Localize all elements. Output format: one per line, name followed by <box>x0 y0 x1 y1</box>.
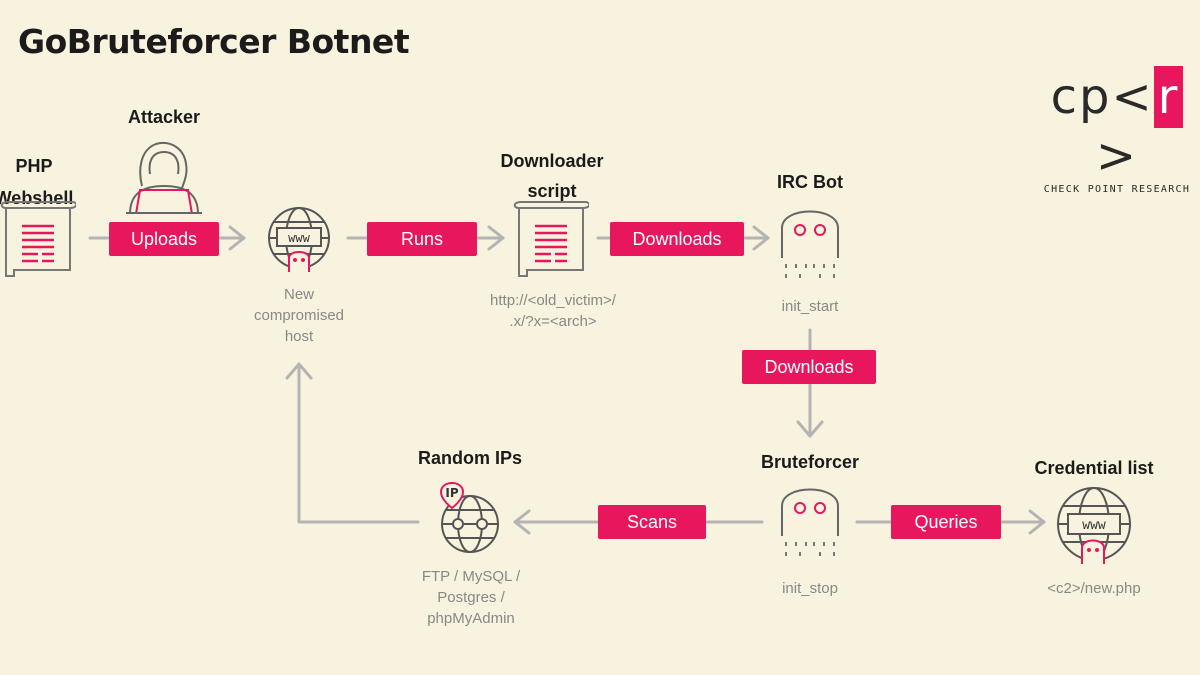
downloader-caption-line2: .x/?x=<arch> <box>509 313 597 330</box>
new-host-caption-line2: compromised <box>253 307 345 324</box>
downloader-label-line1: Downloader <box>500 151 604 171</box>
downloads-vertical-arrowhead <box>796 420 824 438</box>
logo-suffix: > <box>1095 128 1139 184</box>
document-icon <box>0 201 76 277</box>
irc-bot-caption: init_start <box>781 298 839 315</box>
ghost-icon <box>781 210 839 278</box>
logo-tagline: CHECK POINT RESEARCH <box>1043 184 1191 195</box>
downloader-caption: http://<old_victim>/ .x/?x=<arch> <box>460 290 646 332</box>
ip-badge: IP <box>445 486 458 500</box>
new-host-caption: New compromised host <box>230 284 368 347</box>
downloader-caption-line1: http://<old_victim>/ <box>490 292 616 309</box>
runs-arrowhead <box>487 225 505 251</box>
credential-list-label: Credential list <box>1034 458 1154 478</box>
random-ips-caption-line2: Postgres / <box>437 589 505 606</box>
runs-label: Runs <box>367 222 477 256</box>
random-ips-caption: FTP / MySQL / Postgres / phpMyAdmin <box>396 566 546 629</box>
logo-prefix: cp< <box>1050 69 1154 125</box>
attacker-label: Attacker <box>127 107 201 127</box>
www-text: www <box>288 231 310 245</box>
globe-ip-icon: IP <box>439 482 499 553</box>
credential-list-caption: <c2>/new.php <box>1047 580 1141 597</box>
bruteforcer-label: Bruteforcer <box>760 452 860 472</box>
random-ips-label: Random IPs <box>417 448 523 468</box>
hacker-icon <box>126 142 202 214</box>
bruteforcer-caption: init_stop <box>782 580 838 597</box>
logo-mark: cp<r> <box>1034 66 1200 184</box>
scans-arrowhead <box>513 509 531 535</box>
webshell-label-line1: PHP <box>15 156 53 176</box>
page-title: GoBruteforcer Botnet <box>18 22 410 61</box>
queries-label: Queries <box>891 505 1001 539</box>
globe-www-icon: www <box>268 207 330 272</box>
downloader-label: Downloader script <box>482 146 622 206</box>
credential-globe-www-icon: www <box>1057 487 1131 564</box>
feedback-connector <box>297 362 420 524</box>
downloads-label: Downloads <box>610 222 744 256</box>
feedback-arrowhead <box>285 362 313 380</box>
www-text: www <box>1082 518 1106 533</box>
new-host-caption-line1: New <box>283 286 314 303</box>
random-ips-caption-line3: phpMyAdmin <box>427 610 515 627</box>
downloads-arrowhead <box>752 225 770 251</box>
uploads-arrowhead <box>228 225 246 251</box>
irc-bot-label: IRC Bot <box>777 172 843 192</box>
uploads-label: Uploads <box>109 222 219 256</box>
logo-r: r <box>1153 66 1184 128</box>
random-ips-caption-line1: FTP / MySQL / <box>421 568 521 585</box>
downloader-label-line2: script <box>527 181 577 201</box>
new-host-caption-line3: host <box>284 328 314 345</box>
scans-label: Scans <box>598 505 706 539</box>
queries-arrowhead <box>1028 509 1046 535</box>
script-document-icon <box>513 201 589 277</box>
check-point-research-logo: cp<r> CHECK POINT RESEARCH <box>1034 66 1200 195</box>
ghost-icon <box>781 488 839 556</box>
downloads-vertical-label: Downloads <box>742 350 876 384</box>
